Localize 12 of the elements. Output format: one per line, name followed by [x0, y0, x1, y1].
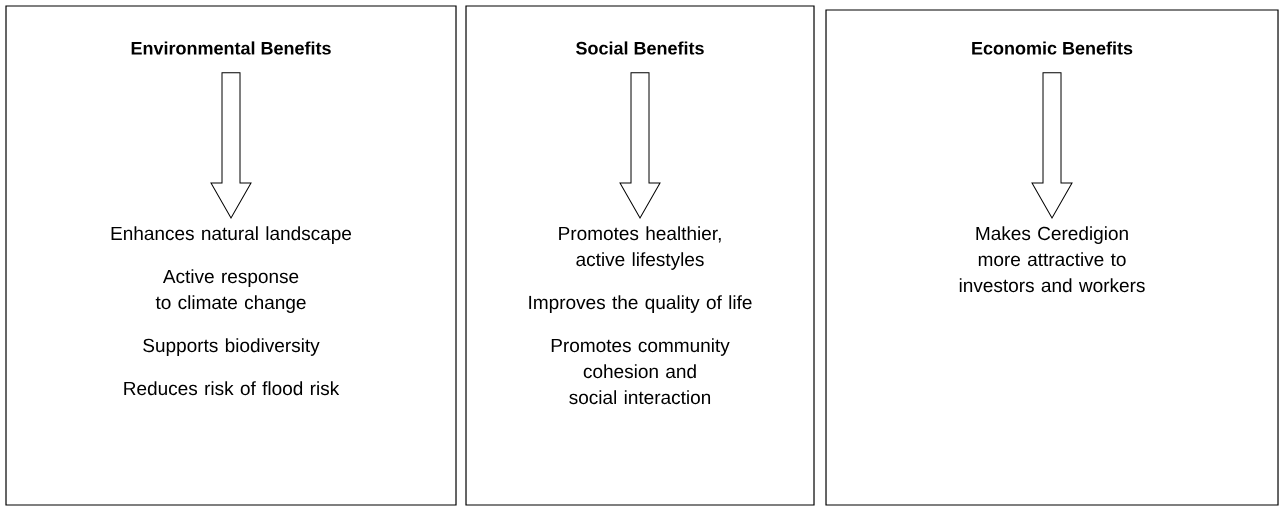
heading-text: Economic Benefits [972, 41, 1133, 55]
hollow-arrow [1031, 72, 1073, 219]
benefit-list: Makes Ceredigion more attractive to investors and workers [959, 226, 1145, 293]
panel-box [825, 9, 1279, 506]
panel-box [5, 5, 457, 506]
heading-text: Social Benefits [576, 41, 704, 55]
hollow-arrow [210, 72, 252, 219]
panel-box [465, 5, 815, 506]
benefit-list: Enhances natural landscape Active response to climate change Supports biodiversity Reduces risk of flood risk [111, 226, 352, 396]
benefit-list: Promotes healthier, active lifestyles Improves the quality of life Promotes community cohesion and social interaction [529, 226, 752, 405]
hollow-arrow [619, 72, 661, 219]
heading-text: Environmental Benefits [131, 41, 331, 55]
